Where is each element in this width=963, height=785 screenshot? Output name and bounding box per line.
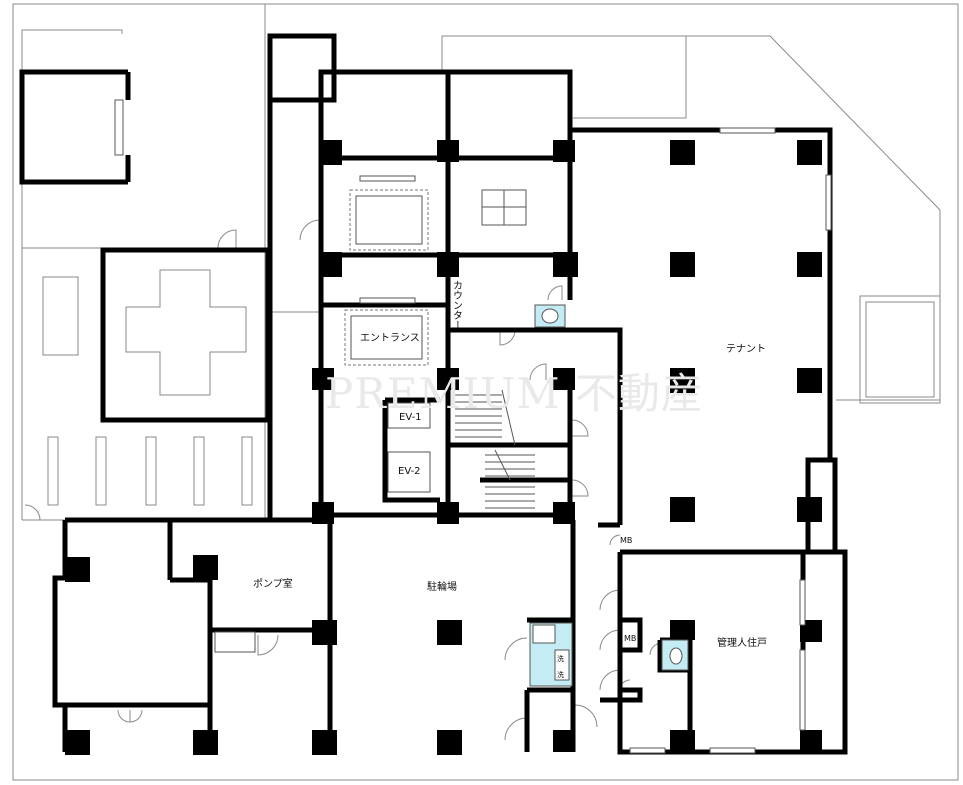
tenant-label: テナント	[726, 343, 766, 355]
watermark: PREMIUM 不動産	[325, 369, 704, 418]
manager-residence-label: 管理人住戸	[717, 636, 767, 649]
bicycle-parking-label: 駐輪場	[427, 580, 457, 593]
mb1-label: MB	[620, 536, 632, 545]
dashed-fixtures	[344, 189, 429, 366]
walls	[19, 33, 848, 755]
fixtures	[350, 189, 535, 509]
columns	[65, 140, 822, 755]
entrance-label: エントランス	[360, 332, 420, 344]
counter-label: カウンター	[451, 280, 463, 330]
wash2-label: 洗	[557, 670, 564, 679]
ev1-label: EV-1	[399, 412, 422, 423]
wet-areas	[529, 304, 689, 687]
mb2-label: MB	[624, 634, 636, 643]
ev2-label: EV-2	[398, 466, 421, 477]
wash1-label: 洗	[557, 654, 564, 663]
stair-treads	[455, 389, 535, 509]
pump-room-label: ポンプ室	[253, 577, 293, 590]
windows	[114, 99, 832, 754]
